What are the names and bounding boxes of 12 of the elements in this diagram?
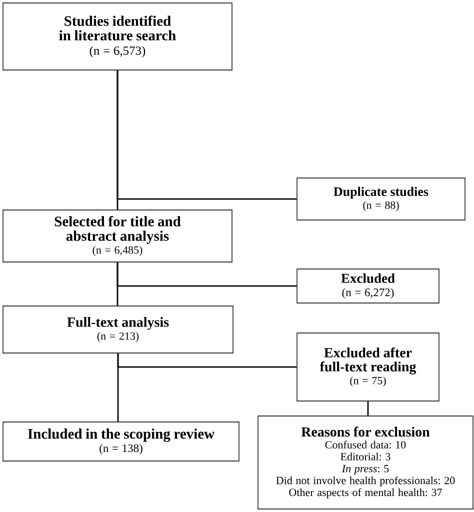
process-box: Duplicate studies (n = 88)	[296, 178, 466, 220]
process-box: Studies identified in literature search (n = 6,573)	[2, 2, 232, 70]
process-box: Reasons for exclusion Confused data: 10 Editorial: 3 In press: 5 Did not involve health professionals: 20 Other aspects of mental health: 37	[258, 416, 474, 510]
connector-line	[367, 401, 369, 416]
connector-line	[116, 70, 297, 200]
process-box: Selected for title and abstract analysis (n = 6,485)	[2, 210, 232, 262]
process-box: Excluded (n = 6,272)	[296, 268, 440, 304]
process-box: Full-text analysis (n = 213)	[2, 306, 234, 354]
connector-line	[116, 262, 297, 287]
process-box: Included in the scoping review (n = 138)	[2, 422, 240, 462]
connector-line	[117, 353, 297, 368]
process-box: Excluded after full-text reading (n = 75)	[296, 332, 440, 402]
